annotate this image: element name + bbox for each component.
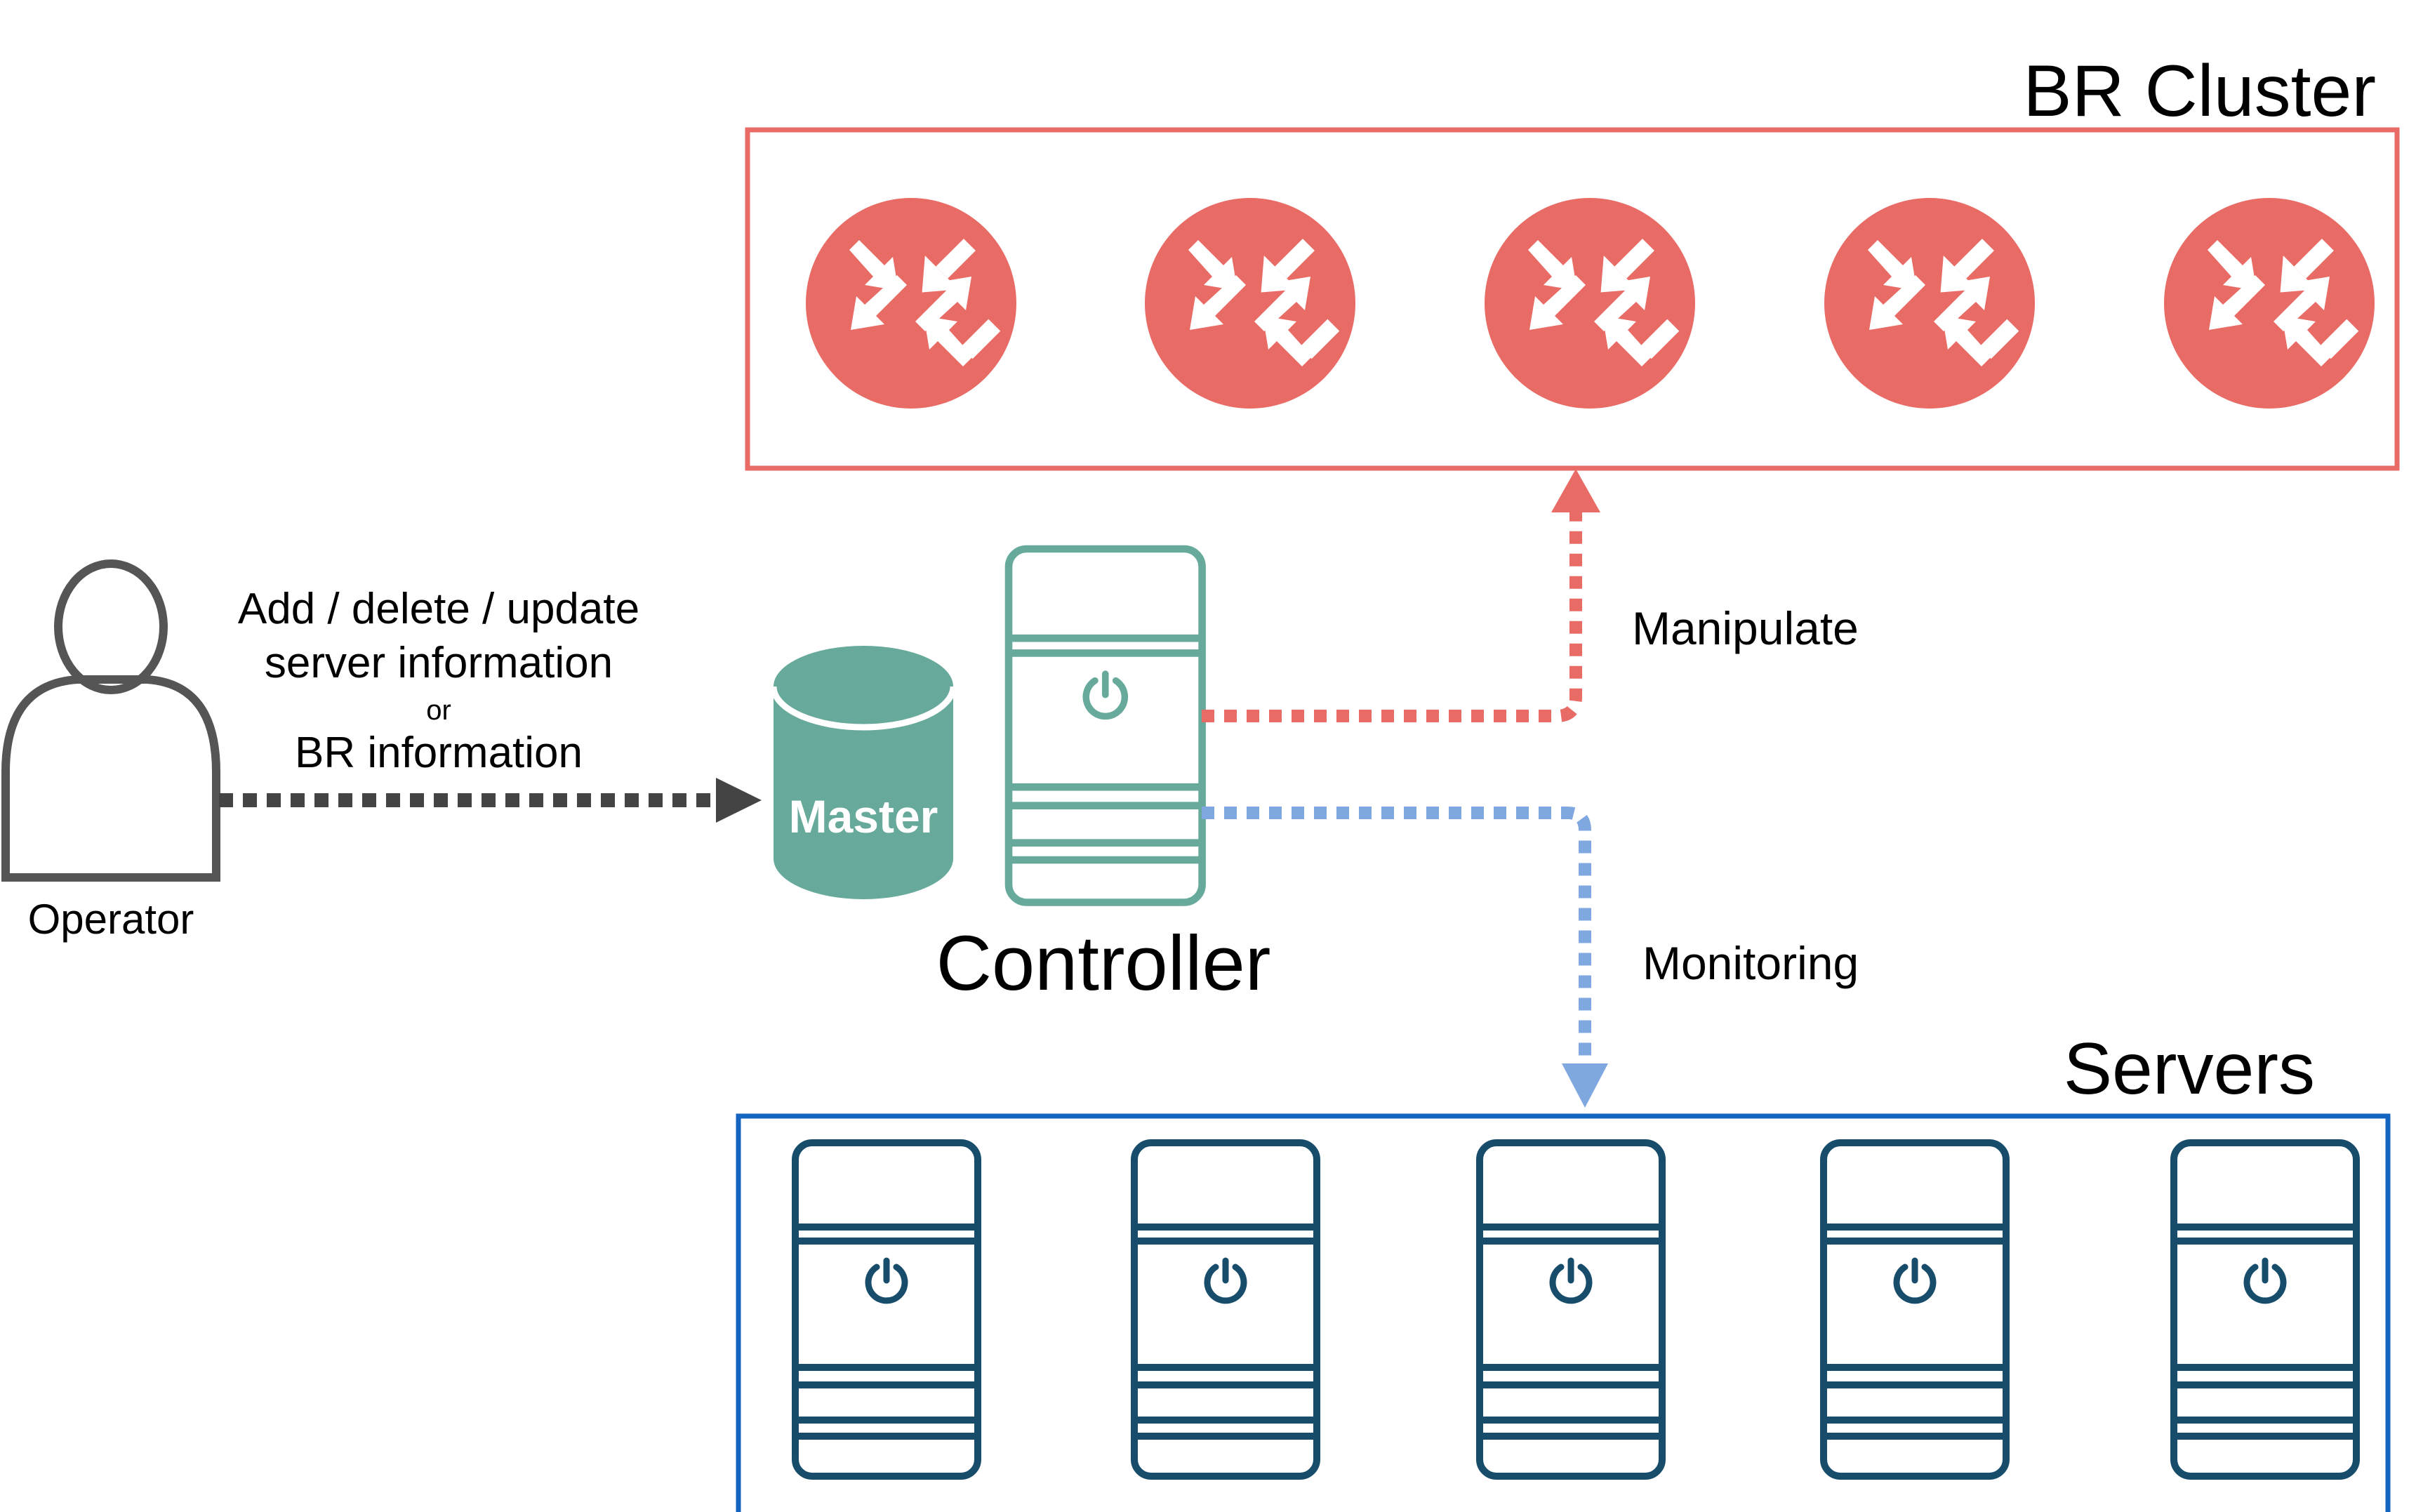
monitoring-label: Monitoring (1642, 937, 1859, 989)
br-cluster-group: BR Cluster (745, 51, 2400, 471)
servers-title: Servers (2064, 1028, 2315, 1110)
servers-group: Servers (736, 1028, 2391, 1512)
router-icon (1824, 198, 2035, 409)
server-tower-icon (1824, 1143, 2006, 1476)
manipulate-arrow (1202, 469, 1600, 722)
controller-tower-icon (1009, 549, 1202, 903)
action-line-4: BR information (295, 729, 583, 777)
br-cluster-title: BR Cluster (2023, 51, 2376, 132)
master-label: Master (789, 790, 938, 842)
database-icon (770, 646, 957, 899)
router-icon (1145, 198, 1355, 409)
controller-label: Controller (936, 920, 1271, 1007)
router-icon (806, 198, 1016, 409)
server-tower-icon (2174, 1143, 2356, 1476)
action-line-2: server information (265, 639, 613, 687)
action-line-3: or (426, 695, 451, 726)
router-row (806, 198, 2375, 409)
router-icon (2164, 198, 2375, 409)
action-line-1: Add / delete / update (238, 585, 639, 633)
operator-action-text: Add / delete / update server information… (238, 585, 639, 777)
servers-box (736, 1113, 2391, 1512)
monitoring-arrow (1202, 807, 1608, 1108)
server-row (795, 1143, 2356, 1476)
server-tower-icon (1480, 1143, 1662, 1476)
server-tower-icon (1134, 1143, 1317, 1476)
router-icon (1485, 198, 1695, 409)
server-tower-icon (795, 1143, 978, 1476)
operator-label: Operator (28, 896, 194, 943)
operator-icon (1, 559, 220, 882)
manipulate-label: Manipulate (1632, 602, 1859, 654)
br-cluster-box (745, 127, 2400, 471)
operator-to-master-arrow (219, 778, 762, 823)
